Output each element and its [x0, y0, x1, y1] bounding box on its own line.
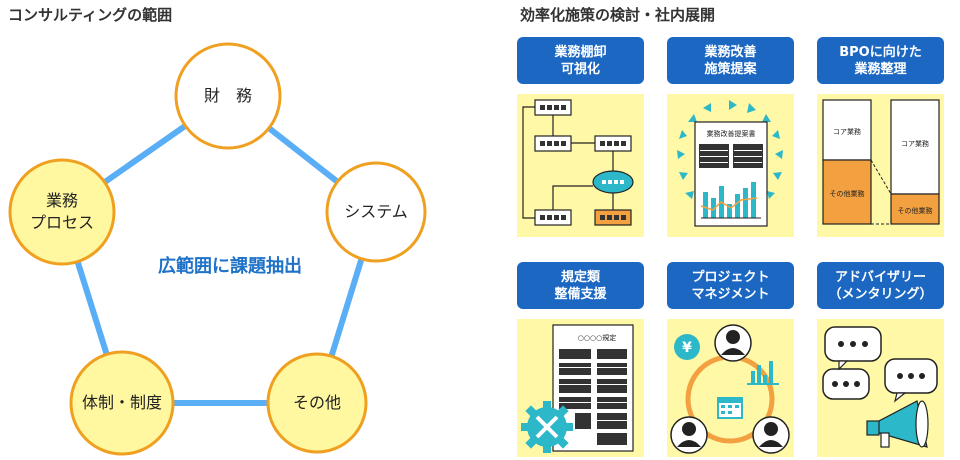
person-icon — [670, 416, 708, 454]
left-title: コンサルティングの範囲 — [8, 6, 173, 24]
person-icon — [752, 416, 790, 454]
card-header-improvement: 業務改善 施策提案 — [667, 37, 794, 84]
proposal-document-icon: 業務改善提案書 — [677, 100, 783, 227]
node-label-system: システム — [344, 202, 408, 221]
project-cycle-icon: ¥ — [670, 324, 790, 454]
card-body-improvement: 業務改善提案書 — [667, 94, 794, 237]
gear-tools-icon — [521, 401, 573, 453]
flowchart-icon — [522, 99, 634, 226]
node-circle-business-process — [8, 158, 116, 266]
card-body-inventory — [517, 94, 644, 237]
bpo-core-label-right: コア業務 — [901, 139, 929, 148]
node-label-finance: 財 務 — [203, 86, 252, 105]
regulation-document-icon: ○○○○規定 — [521, 324, 634, 453]
card-body-project: ¥ — [667, 319, 794, 457]
calendar-icon — [717, 397, 743, 419]
card-header-inventory: 業務棚卸 可視化 — [517, 37, 644, 84]
person-icon — [714, 324, 752, 362]
card-body-advisory — [817, 319, 944, 457]
node-circle-other — [266, 352, 368, 454]
svg-text:¥: ¥ — [682, 340, 692, 356]
node-circle-system — [325, 161, 427, 263]
bpo-core-label-left: コア業務 — [833, 127, 861, 136]
center-label: 広範囲に課題抽出 — [158, 256, 302, 277]
card-header-advisory: アドバイザリー （メンタリング） — [817, 262, 944, 309]
card-header-regulation: 規定類 整備支援 — [517, 262, 644, 309]
regulation-doc-title: ○○○○規定 — [578, 333, 616, 342]
consulting-scope-diagram — [8, 42, 427, 456]
card-header-bpo: BPOに向けた 業務整理 — [817, 37, 944, 84]
yen-coin-icon: ¥ — [674, 334, 700, 360]
bar-chart-icon — [747, 361, 779, 385]
node-circle-organization — [69, 350, 175, 456]
bpo-comparison-icon: コア業務 その他業務 コア業務 その他業務 — [822, 99, 940, 225]
speech-bubbles-icon — [822, 326, 938, 448]
card-header-project: プロジェクト マネジメント — [667, 262, 794, 309]
megaphone-icon — [866, 400, 929, 448]
card-body-regulation: ○○○○規定 — [517, 319, 644, 457]
node-label-other: その他 — [292, 393, 341, 412]
bpo-other-label-left: その他業務 — [830, 189, 865, 198]
node-label-organization: 体制・制度 — [81, 393, 162, 412]
node-circle-finance — [174, 42, 282, 150]
card-body-bpo: コア業務 その他業務 コア業務 その他業務 — [817, 94, 944, 237]
node-label-business-process: 業務 プロセス — [29, 191, 94, 232]
bpo-other-label-right: その他業務 — [898, 206, 933, 215]
proposal-doc-title: 業務改善提案書 — [707, 129, 756, 138]
right-title: 効率化施策の検討・社内展開 — [520, 6, 716, 24]
